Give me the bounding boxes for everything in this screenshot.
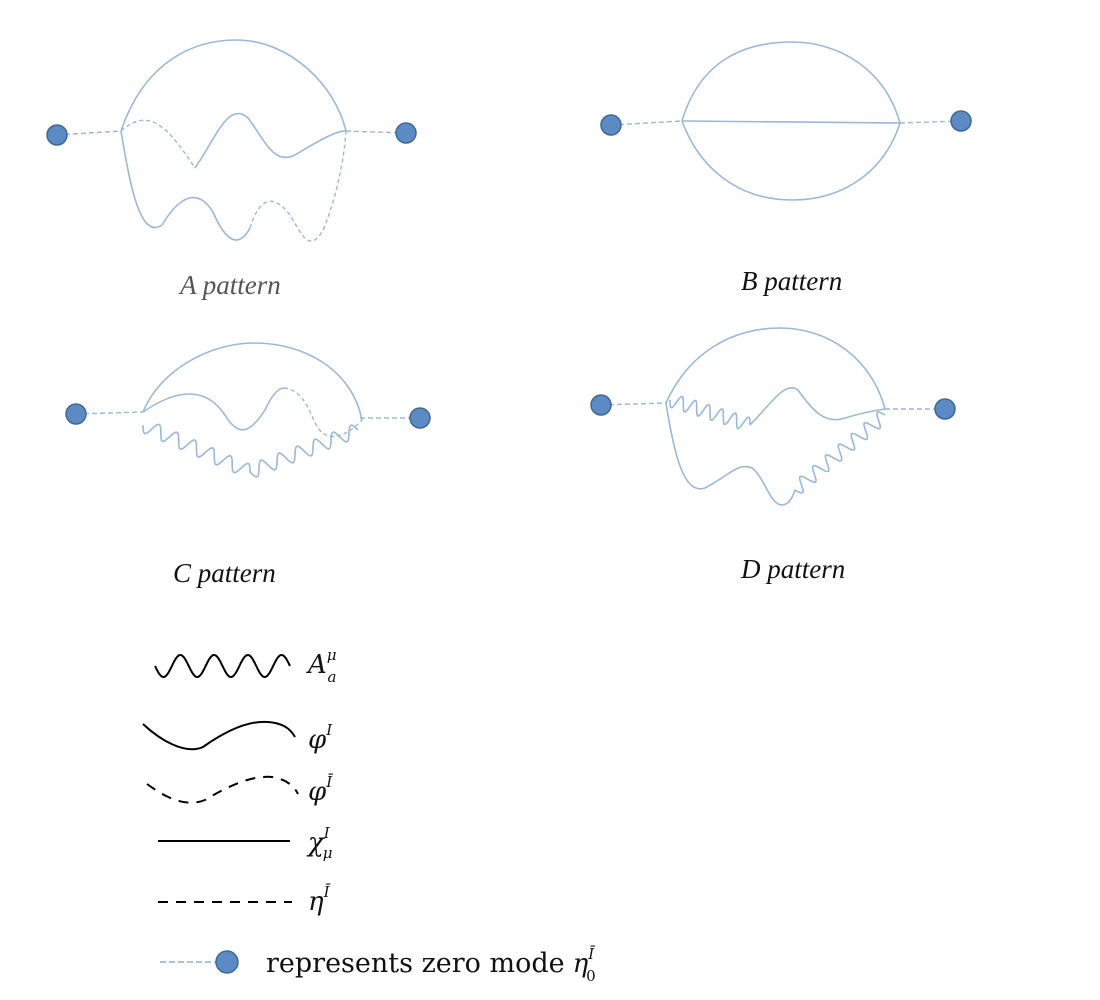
- legend-gauge-line: [154, 653, 291, 679]
- legend-eta-label: ηĪ: [308, 883, 331, 917]
- diagram-c: C pattern: [65, 342, 431, 588]
- phi-propagator-lower: [665, 402, 796, 506]
- chi-propagator-arc: [142, 342, 363, 421]
- zero-mode-vertex-left: [600, 114, 622, 136]
- caption-b-pattern: B pattern: [741, 266, 842, 296]
- legend-phi-line: [142, 720, 296, 751]
- gauge-propagator: [142, 423, 359, 478]
- caption-c-pattern: C pattern: [173, 558, 276, 588]
- legend-phibar-label: φĪ: [308, 773, 333, 807]
- phi-propagator: [749, 387, 886, 426]
- zero-mode-vertex-left: [590, 394, 612, 416]
- legend-phi-label: φI: [308, 721, 333, 755]
- zero-mode-vertex-right: [950, 110, 972, 132]
- zero-mode-line-left: [75, 411, 144, 415]
- chi-propagator-middle: [681, 120, 901, 124]
- zero-mode-vertex-left: [65, 403, 87, 425]
- legend-phibar-line: [146, 775, 299, 804]
- diagram-d: D pattern: [590, 327, 956, 584]
- diagram-b: B pattern: [600, 41, 972, 296]
- gauge-propagator-lower: [794, 411, 886, 494]
- chi-propagator-arc: [120, 39, 347, 132]
- phibar-propagator-lower: [249, 130, 347, 242]
- phi-propagator: [142, 387, 285, 431]
- zero-mode-vertex-right: [395, 122, 417, 144]
- phi-propagator-lower: [120, 130, 251, 241]
- zero-mode-vertex-left: [46, 124, 68, 146]
- diagram-a: A pattern: [46, 39, 417, 300]
- gauge-propagator-upper: [669, 395, 751, 430]
- chi-propagator-lower: [681, 120, 901, 201]
- phibar-propagator: [283, 387, 363, 438]
- phi-propagator: [194, 112, 347, 169]
- zero-mode-line-left: [600, 402, 667, 406]
- zero-mode-vertex-right: [409, 407, 431, 429]
- phibar-propagator: [120, 119, 196, 169]
- zero-mode-vertex-right: [934, 398, 956, 420]
- caption-a-pattern: A pattern: [178, 270, 281, 300]
- chi-propagator-arc: [665, 327, 886, 410]
- zero-mode-line-left: [610, 120, 683, 126]
- chi-propagator-upper: [681, 41, 901, 124]
- caption-d-pattern: D pattern: [740, 554, 845, 584]
- legend-zero-mode-vertex: [215, 950, 239, 974]
